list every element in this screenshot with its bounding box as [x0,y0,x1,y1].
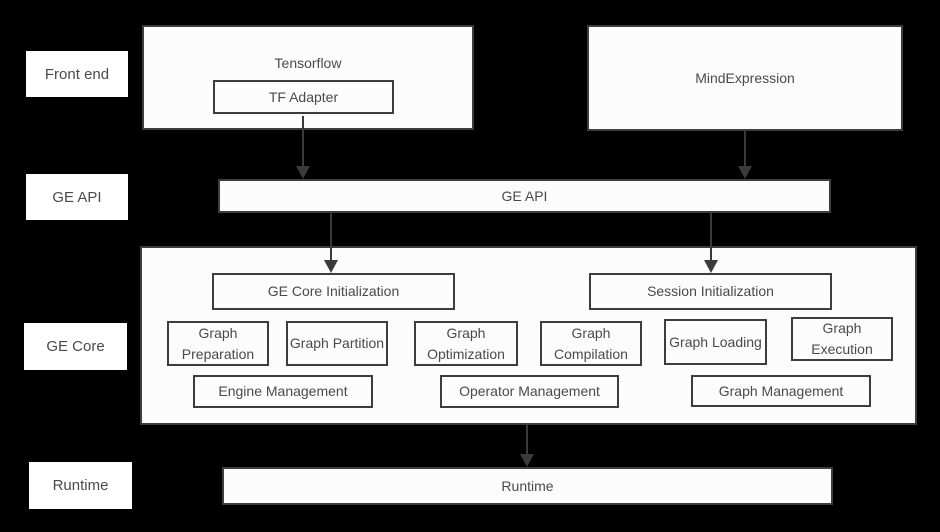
ge-api-bar: GE API [218,179,831,213]
graph-optimization-box: Graph Optimization [414,321,518,366]
graph-management-box: Graph Management [691,375,871,407]
graph-execution-box: Graph Execution [791,317,893,361]
operator-management-box: Operator Management [440,375,619,408]
ge-core-initialization-box: GE Core Initialization [212,273,455,310]
arrow-tf-adapter-to-ge-api-icon [296,116,310,179]
arrow-mindexpression-to-ge-api-icon [738,131,752,179]
tensorflow-box [142,25,474,130]
arrow-ge-core-to-runtime-icon [520,425,534,467]
graph-compilation-box: Graph Compilation [540,321,642,366]
tensorflow-title: Tensorflow [274,55,342,71]
runtime-bar: Runtime [222,467,833,505]
side-label-runtime: Runtime [29,462,132,509]
arrow-ge-api-to-session-initialization-icon [704,213,718,273]
session-initialization-box: Session Initialization [589,273,832,310]
engine-management-box: Engine Management [193,375,373,408]
side-label-ge-api: GE API [26,174,128,220]
side-label-ge-core: GE Core [24,323,127,370]
mindexpression-box: MindExpression [587,25,903,131]
arrow-ge-api-to-ge-core-initialization-icon [324,213,338,273]
graph-preparation-box: Graph Preparation [167,321,269,366]
graph-loading-box: Graph Loading [664,319,767,365]
graph-partition-box: Graph Partition [286,321,388,366]
tf-adapter-box: TF Adapter [213,80,394,114]
side-label-front-end: Front end [26,51,128,97]
